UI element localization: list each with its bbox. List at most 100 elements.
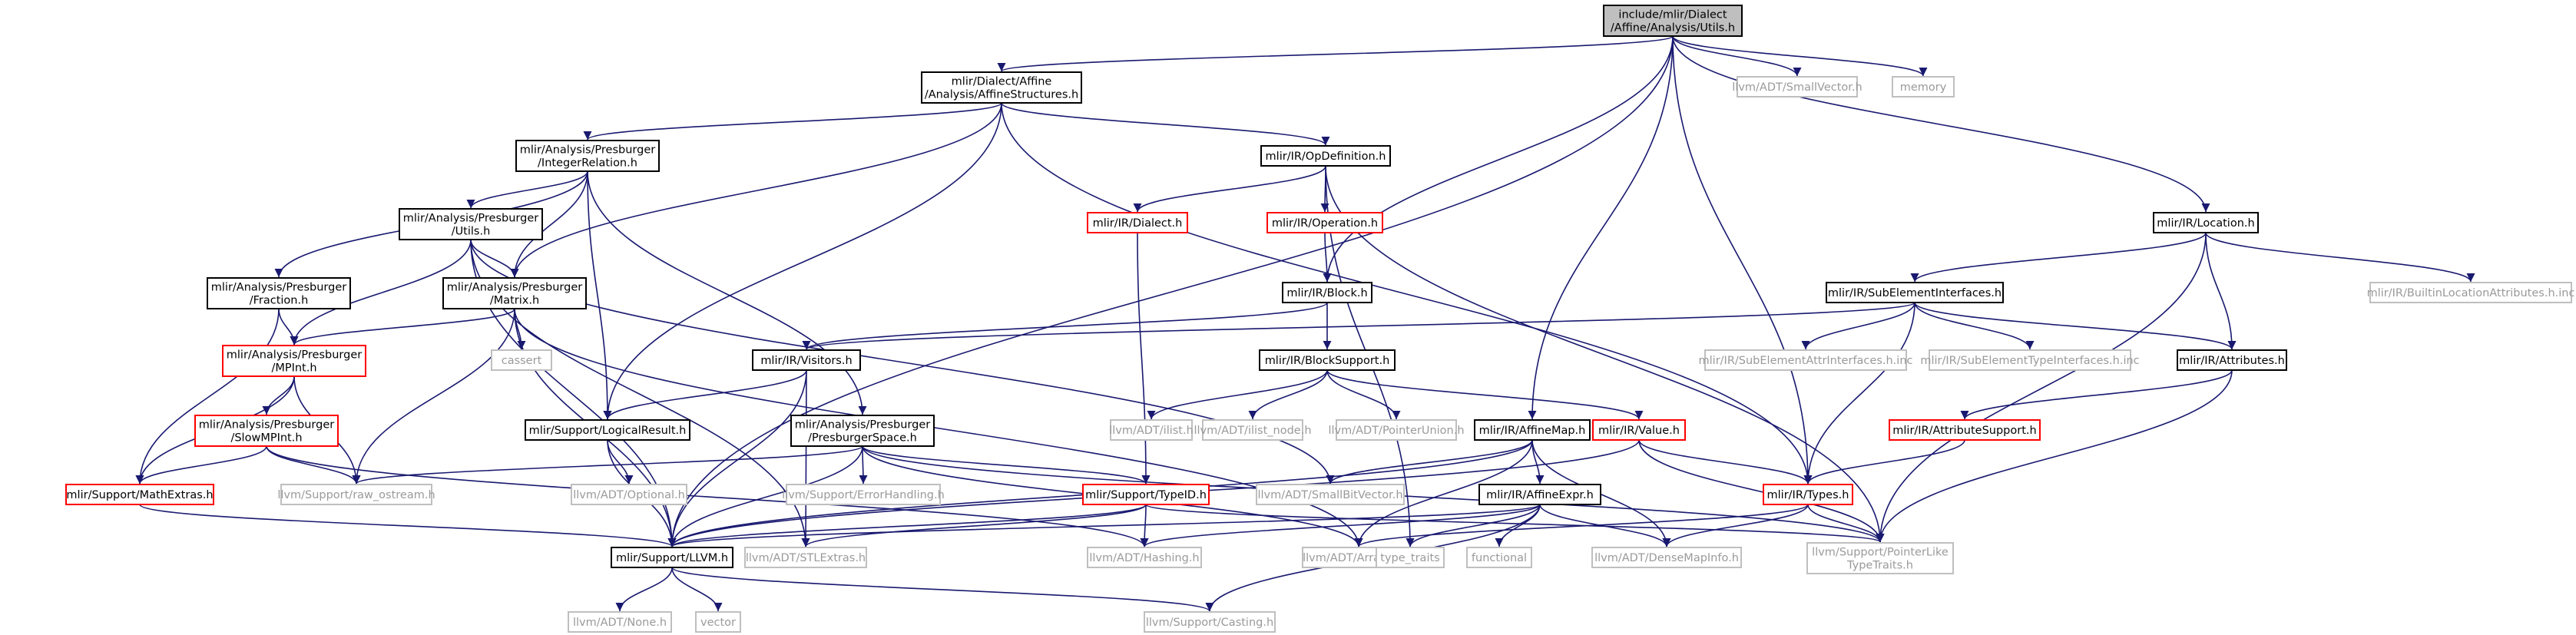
edge-line: [1876, 369, 2233, 543]
node-box: [1266, 212, 1383, 233]
node-optional: llvm/ADT/Optional.h: [571, 484, 687, 505]
node-operation[interactable]: mlir/IR/Operation.h: [1266, 212, 1383, 233]
node-label-line: mlir/IR/AttributeSupport.h: [1892, 425, 2036, 437]
node-pbutils[interactable]: mlir/Analysis/Presburger/Utils.h: [399, 208, 543, 240]
node-types[interactable]: mlir/IR/Types.h: [1763, 484, 1853, 505]
node-box: [491, 349, 552, 371]
edge-line: [1133, 165, 1326, 213]
node-label-line: llvm/Support/Casting.h: [1146, 617, 1273, 629]
node-block[interactable]: mlir/IR/Block.h: [1282, 282, 1372, 303]
edge-line: [1910, 232, 2207, 283]
node-blocksupport[interactable]: mlir/IR/BlockSupport.h: [1259, 349, 1396, 371]
edge-line: [135, 445, 267, 485]
node-rawostream: llvm/Support/raw_ostream.h: [277, 484, 435, 505]
edge-line: [1528, 35, 1674, 420]
node-label-line: mlir/Analysis/Presburger: [227, 349, 362, 362]
edge-line: [1323, 232, 1332, 283]
edge-line: [278, 308, 299, 346]
node-logicalresult[interactable]: mlir/Support/LogicalResult.h: [525, 419, 690, 441]
node-subelem[interactable]: mlir/IR/SubElementInterfaces.h: [1826, 282, 2004, 303]
node-mpint[interactable]: mlir/Analysis/Presburger/MPInt.h: [222, 345, 366, 377]
node-box: [442, 277, 587, 309]
node-label-line: mlir/IR/AffineMap.h: [1479, 425, 1586, 437]
node-label-line: mlir/IR/Location.h: [2157, 217, 2254, 230]
node-box: [921, 71, 1082, 104]
edge-line: [266, 445, 1149, 547]
node-label-line: mlir/IR/SubElementInterfaces.h: [1828, 287, 2002, 299]
node-label-line: mlir/IR/AffineExpr.h: [1486, 489, 1594, 501]
node-root[interactable]: include/mlir/Dialect/Affine/Analysis/Uti…: [1603, 5, 1743, 37]
node-label-line: include/mlir/Dialect: [1618, 9, 1727, 21]
node-label-line: mlir/Support/LLVM.h: [616, 552, 728, 564]
node-fraction[interactable]: mlir/Analysis/Presburger/Fraction.h: [207, 277, 351, 309]
node-dialect[interactable]: mlir/IR/Dialect.h: [1087, 212, 1188, 233]
edge-subelem-to-visitors: [803, 302, 1915, 350]
node-intrel[interactable]: mlir/Analysis/Presburger/IntegerRelation…: [515, 140, 660, 172]
node-location[interactable]: mlir/IR/Location.h: [2153, 212, 2259, 233]
edge-line: [615, 567, 673, 612]
edge-line: [1801, 302, 1915, 350]
node-attrsupport[interactable]: mlir/IR/AttributeSupport.h: [1889, 419, 2041, 441]
edge-fraction-to-mathextras: [135, 308, 280, 485]
node-memory: memory: [1892, 76, 1955, 98]
edge-line: [135, 308, 280, 485]
node-affinemap[interactable]: mlir/IR/AffineMap.h: [1474, 419, 1591, 441]
node-ilist: llvm/ADT/ilist.h: [1109, 419, 1194, 441]
edge-line: [587, 170, 612, 420]
edge-line: [1672, 35, 1928, 77]
edge-line: [1001, 102, 1330, 146]
node-affstruct[interactable]: mlir/Dialect/Affine/Analysis/AffineStruc…: [921, 71, 1082, 104]
node-hashing: llvm/ADT/Hashing.h: [1087, 547, 1202, 568]
edge-root-to-block: [1323, 35, 1674, 283]
nodes-layer: include/mlir/Dialect/Affine/Analysis/Uti…: [65, 5, 2574, 633]
node-label-line: mlir/IR/SubElementAttrInterfaces.h.inc: [1699, 355, 1913, 367]
edge-line: [266, 445, 361, 485]
node-label-line: llvm/ADT/None.h: [573, 617, 667, 629]
edge-blocksupport-to-ilistnode: [1248, 369, 1328, 420]
edge-line: [802, 302, 1328, 350]
node-slowmpint[interactable]: mlir/Analysis/Presburger/SlowMPInt.h: [194, 415, 339, 447]
node-label-line: /IntegerRelation.h: [538, 157, 637, 170]
node-visitors[interactable]: mlir/IR/Visitors.h: [752, 349, 861, 371]
node-box: [1763, 484, 1853, 505]
node-label-line: mlir/Analysis/Presburger: [211, 282, 346, 294]
node-value[interactable]: mlir/IR/Value.h: [1592, 419, 1686, 441]
edge-line: [1137, 232, 1151, 485]
node-label-line: mlir/Analysis/Presburger: [795, 419, 930, 432]
edge-slowmpint-to-mathextras: [135, 445, 267, 485]
edge-pbspace-to-llvmh: [667, 445, 863, 547]
node-mathextras[interactable]: mlir/Support/MathExtras.h: [65, 484, 214, 505]
edge-affinemap-to-arrayref: [1354, 439, 1533, 547]
node-pbspace[interactable]: mlir/Analysis/Presburger/PresburgerSpace…: [790, 415, 935, 447]
node-densemapinfo: llvm/ADT/DenseMapInfo.h: [1591, 547, 1742, 568]
node-affineexpr[interactable]: mlir/IR/AffineExpr.h: [1478, 484, 1601, 505]
node-label-line: llvm/ADT/Optional.h: [573, 489, 685, 501]
edge-line: [1147, 369, 1328, 420]
edge-line: [667, 35, 1674, 547]
edge-intrel-to-pbutils: [466, 170, 588, 209]
edge-root-to-affinemap: [1528, 35, 1674, 420]
edge-root-to-types: [1672, 35, 1813, 485]
edge-line: [352, 308, 515, 485]
edge-line: [470, 239, 519, 278]
node-typeid[interactable]: mlir/Support/TypeID.h: [1082, 484, 1210, 505]
node-attributes[interactable]: mlir/IR/Attributes.h: [2177, 349, 2287, 371]
edge-line: [667, 504, 1147, 547]
node-box: [207, 277, 351, 309]
edge-opdef-to-dialect: [1133, 165, 1326, 213]
edge-visitors-to-logicalresult: [603, 369, 807, 420]
edge-line: [803, 302, 1915, 350]
node-box: [1826, 282, 2004, 303]
node-functional: functional: [1466, 547, 1532, 568]
node-opdef[interactable]: mlir/IR/OpDefinition.h: [1260, 145, 1391, 167]
node-matrix[interactable]: mlir/Analysis/Presburger/Matrix.h: [442, 277, 587, 309]
edge-root-to-affstruct: [997, 35, 1674, 72]
edge-line: [1672, 35, 1813, 485]
node-box: [571, 484, 687, 505]
node-label-line: memory: [1900, 81, 1947, 94]
node-llvmh[interactable]: mlir/Support/LLVM.h: [611, 547, 733, 568]
edge-dialect-to-typeid: [1137, 232, 1151, 485]
edge-line: [1914, 302, 2035, 350]
node-box: [695, 611, 741, 633]
